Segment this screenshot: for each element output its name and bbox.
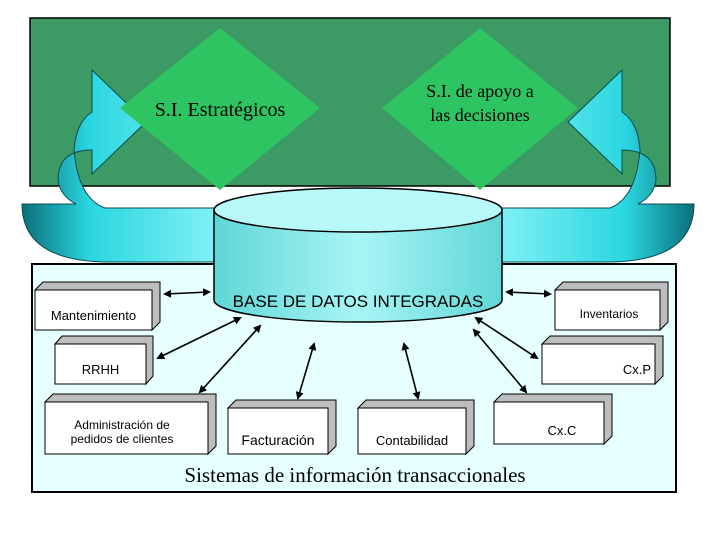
top-panel xyxy=(29,17,671,187)
connector-cxc xyxy=(472,328,528,394)
database-label: BASE DE DATOS INTEGRADAS xyxy=(232,292,484,311)
module-contabilidad: Contabilidad xyxy=(375,432,449,448)
connector-facturacion xyxy=(295,342,317,400)
box-facturacion xyxy=(226,399,337,456)
connector-mantenimiento xyxy=(163,288,211,298)
box-administracion xyxy=(43,393,217,456)
decision-support-diamond xyxy=(382,28,578,190)
left-curved-arrow xyxy=(21,68,215,263)
bottom-panel-title: Sistemas de información transaccionales xyxy=(184,462,526,487)
connector-inventarios xyxy=(505,288,552,298)
module-cxc: Cx.C xyxy=(547,422,577,438)
connector-administracion xyxy=(198,324,262,394)
box-rrhh xyxy=(53,335,154,386)
strategic-diamond xyxy=(120,28,320,190)
box-cxp xyxy=(540,335,664,386)
strategic-label: S.I. Estratégicos xyxy=(154,99,286,121)
module-mantenimiento: Mantenimiento xyxy=(50,307,137,323)
module-cxp: Cx.P xyxy=(622,361,651,377)
box-contabilidad xyxy=(356,399,475,456)
box-inventarios xyxy=(553,281,669,332)
decision-support-label: S.I. de apoyo a las decisiones xyxy=(426,81,534,125)
database-cylinder xyxy=(213,187,503,323)
connectors xyxy=(156,288,552,400)
module-administracion: Administración de pedidos de clientes xyxy=(70,418,174,446)
right-curved-arrow xyxy=(499,68,695,263)
module-rrhh: RRHH xyxy=(81,361,120,377)
module-inventarios: Inventarios xyxy=(579,307,639,321)
module-facturacion: Facturación xyxy=(241,432,315,448)
connector-contabilidad xyxy=(401,342,421,400)
box-cxc xyxy=(492,393,613,446)
